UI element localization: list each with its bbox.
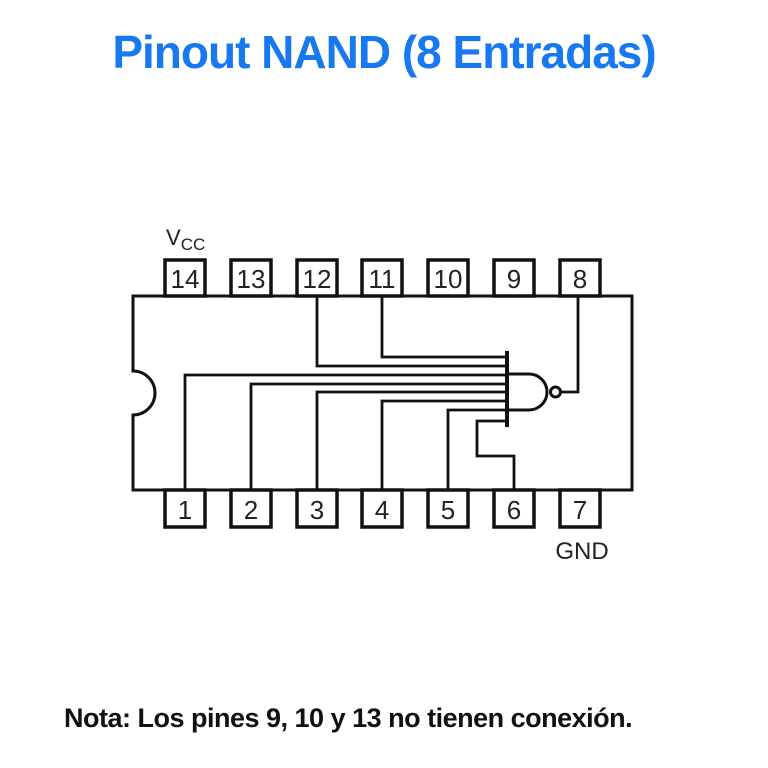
pin-box-14: [163, 258, 207, 298]
wire-pin4-input: [380, 399, 507, 490]
pin-6: 6: [492, 488, 536, 529]
vcc-label: VCC: [166, 225, 205, 254]
pin-9: 9: [492, 258, 536, 298]
pin-8: 8: [558, 258, 602, 298]
pin-number-13: 13: [237, 264, 266, 294]
pin-box-11: [360, 258, 404, 298]
pin-number-2: 2: [244, 495, 258, 525]
pin-number-4: 4: [375, 495, 389, 525]
pin-number-11: 11: [369, 264, 396, 294]
pin-box-2: [229, 488, 273, 529]
pin-number-1: 1: [178, 495, 192, 525]
pin-3: 3: [295, 488, 339, 529]
pin-number-7: 7: [573, 495, 587, 525]
pin-box-13: [229, 258, 273, 298]
pin-number-14: 14: [171, 264, 200, 294]
pin-box-3: [295, 488, 339, 529]
wire-pin11-input: [380, 296, 507, 359]
pin-number-3: 3: [310, 495, 324, 525]
pin-14: 14: [163, 258, 207, 298]
pin-box-1: [163, 488, 207, 529]
pin-number-8: 8: [573, 264, 587, 294]
wire-pin5-input: [446, 408, 507, 490]
nand-gate-body: [507, 372, 549, 412]
wire-pin6-input: [475, 419, 516, 490]
pin-box-4: [360, 488, 404, 529]
pin-box-6: [492, 488, 536, 529]
page-title: Pinout NAND (8 Entradas): [112, 26, 656, 78]
pin-number-10: 10: [434, 264, 463, 294]
pin-13: 13: [229, 258, 273, 298]
pin-11: 11: [360, 258, 404, 298]
vcc-label-sub: CC: [181, 235, 206, 254]
pin-10: 10: [426, 258, 470, 298]
wire-pin3-input: [315, 390, 507, 490]
wire-pin2-input: [249, 382, 507, 490]
pin-number-5: 5: [441, 495, 455, 525]
pin-4: 4: [360, 488, 404, 529]
nand-inversion-bubble: [549, 385, 562, 399]
pin-2: 2: [229, 488, 273, 529]
wire-pin12-input: [315, 296, 507, 368]
pin-box-12: [295, 258, 339, 298]
pin-number-9: 9: [507, 264, 521, 294]
pin-1: 1: [163, 488, 207, 529]
vcc-label-main: V: [166, 225, 181, 250]
pin-number-6: 6: [507, 495, 521, 525]
pin-box-7: [558, 488, 602, 529]
wire-output-pin8: [560, 296, 580, 394]
gnd-label: GND: [555, 538, 608, 565]
note-text: Nota: Los pines 9, 10 y 13 no tienen con…: [64, 703, 633, 733]
pin-number-12: 12: [303, 264, 332, 294]
pin-7: 7: [558, 488, 602, 529]
pin-box-9: [492, 258, 536, 298]
pin-box-8: [558, 258, 602, 298]
pin-box-5: [426, 488, 470, 529]
pin-box-10: [426, 258, 470, 298]
pin-5: 5: [426, 488, 470, 529]
pin-12: 12: [295, 258, 339, 298]
wire-pin1-input: [183, 373, 507, 490]
